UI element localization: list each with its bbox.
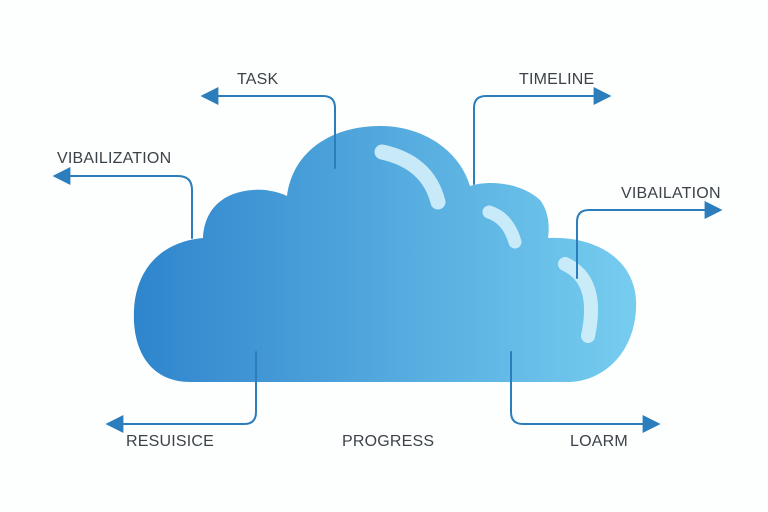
connector-resuisice: [105, 351, 257, 433]
connector-task: [200, 87, 336, 169]
cloud-icon: [133, 126, 637, 382]
cloud-highlight-top: [374, 144, 446, 210]
cloud-body: [133, 126, 637, 382]
cloud-highlight-right: [558, 257, 598, 343]
connector-vibailation: [576, 201, 723, 279]
label-timeline: TIMELINE: [519, 71, 595, 88]
label-resuisice: RESUISICE: [126, 433, 215, 450]
connector-loarm: [510, 351, 661, 433]
connector-timeline: [473, 87, 612, 185]
label-progress: PROGRESS: [342, 433, 435, 450]
label-loarm: LOARM: [570, 433, 628, 450]
label-vibailation: VIBAILATION: [621, 185, 721, 202]
label-vibailization: VIBAILIZATION: [57, 150, 172, 167]
cloud-highlight-mid: [482, 205, 522, 249]
label-task: TASK: [237, 71, 279, 88]
connector-vibailization: [52, 167, 193, 239]
